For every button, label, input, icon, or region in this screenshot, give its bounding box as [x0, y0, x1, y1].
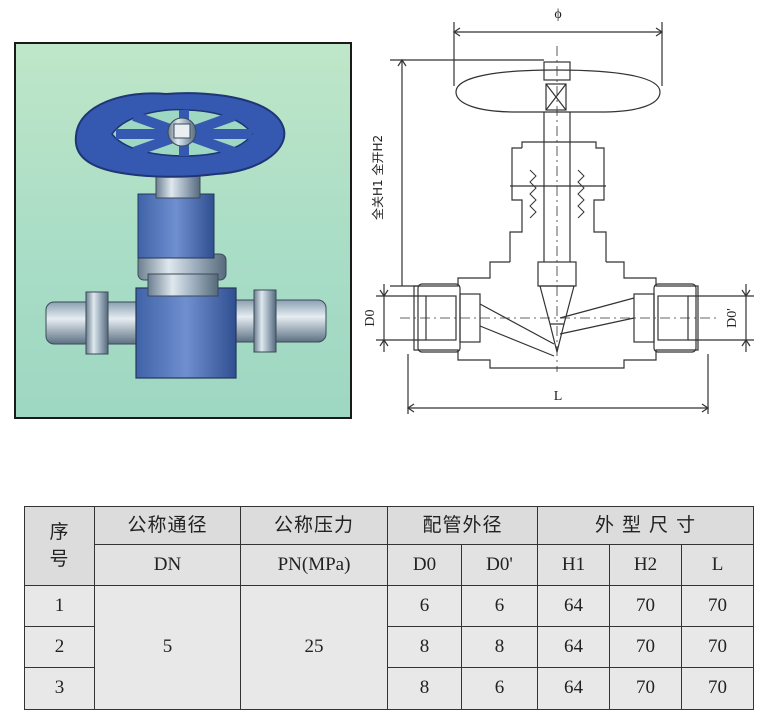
header-d0: D0 — [387, 544, 462, 586]
cell-d0: 6 — [387, 585, 462, 627]
table-row: 1 5 25 6 6 64 70 70 — [24, 585, 755, 710]
cell-d0-prime: 6 — [460, 667, 539, 710]
d0-right-label: D0' — [725, 308, 740, 328]
cell-l: 70 — [681, 626, 755, 668]
l-dimension-label: L — [554, 389, 563, 404]
cell-pn-merged: 25 — [240, 585, 388, 710]
header-pipe-od: 配管外径 — [386, 506, 539, 545]
header-nominal-pressure: 公称压力 — [240, 506, 388, 545]
header-l: L — [681, 544, 755, 586]
cell-h1: 64 — [537, 626, 611, 668]
cell-h1: 64 — [537, 667, 611, 710]
header-pn: PN(MPa) — [240, 544, 388, 586]
needle-valve-illustration — [45, 92, 327, 379]
cell-h1: 64 — [537, 585, 611, 627]
header-d0-prime: D0' — [460, 544, 539, 586]
cell-d0: 8 — [387, 667, 462, 710]
cell-h2: 70 — [609, 667, 683, 710]
d0-left-label: D0 — [363, 309, 378, 326]
cell-l: 70 — [681, 667, 755, 710]
cell-l: 70 — [681, 585, 755, 627]
height-dimension-label: 全关H1 全开H2 — [370, 135, 385, 220]
header-h2: H2 — [609, 544, 683, 586]
valve-section-drawing: ϕ 全关H1 全开H2 D0 D0' L — [360, 0, 760, 425]
valve-photo — [14, 42, 352, 419]
cell-d0-prime: 8 — [460, 626, 539, 668]
cell-d0-prime: 6 — [460, 585, 539, 627]
spec-table: 序号 公称通径 公称压力 配管外径 外 型 尺 寸 DN PN(MPa) D0 … — [24, 506, 755, 710]
header-h1: H1 — [537, 544, 611, 586]
cell-seq: 3 — [24, 667, 95, 710]
cell-dn-merged: 5 — [94, 585, 241, 710]
header-row-1: 序号 公称通径 公称压力 配管外径 外 型 尺 寸 — [24, 506, 755, 586]
section-view-svg: ϕ 全关H1 全开H2 D0 D0' L — [363, 7, 754, 414]
header-seq: 序号 — [24, 506, 95, 586]
cell-d0: 8 — [387, 626, 462, 668]
table-row: 3 8 6 64 70 70 — [24, 667, 755, 710]
cell-seq: 1 — [24, 585, 95, 627]
table-row: 2 8 8 64 70 70 — [24, 626, 755, 668]
cell-h2: 70 — [609, 626, 683, 668]
cell-h2: 70 — [609, 585, 683, 627]
header-row-2: DN PN(MPa) D0 D0' H1 H2 L — [25, 544, 755, 586]
phi-label: ϕ — [554, 7, 561, 22]
header-dn: DN — [94, 544, 241, 586]
header-nominal-diameter: 公称通径 — [94, 506, 241, 545]
cell-seq: 2 — [24, 626, 95, 668]
header-dimensions: 外 型 尺 寸 — [537, 506, 755, 545]
